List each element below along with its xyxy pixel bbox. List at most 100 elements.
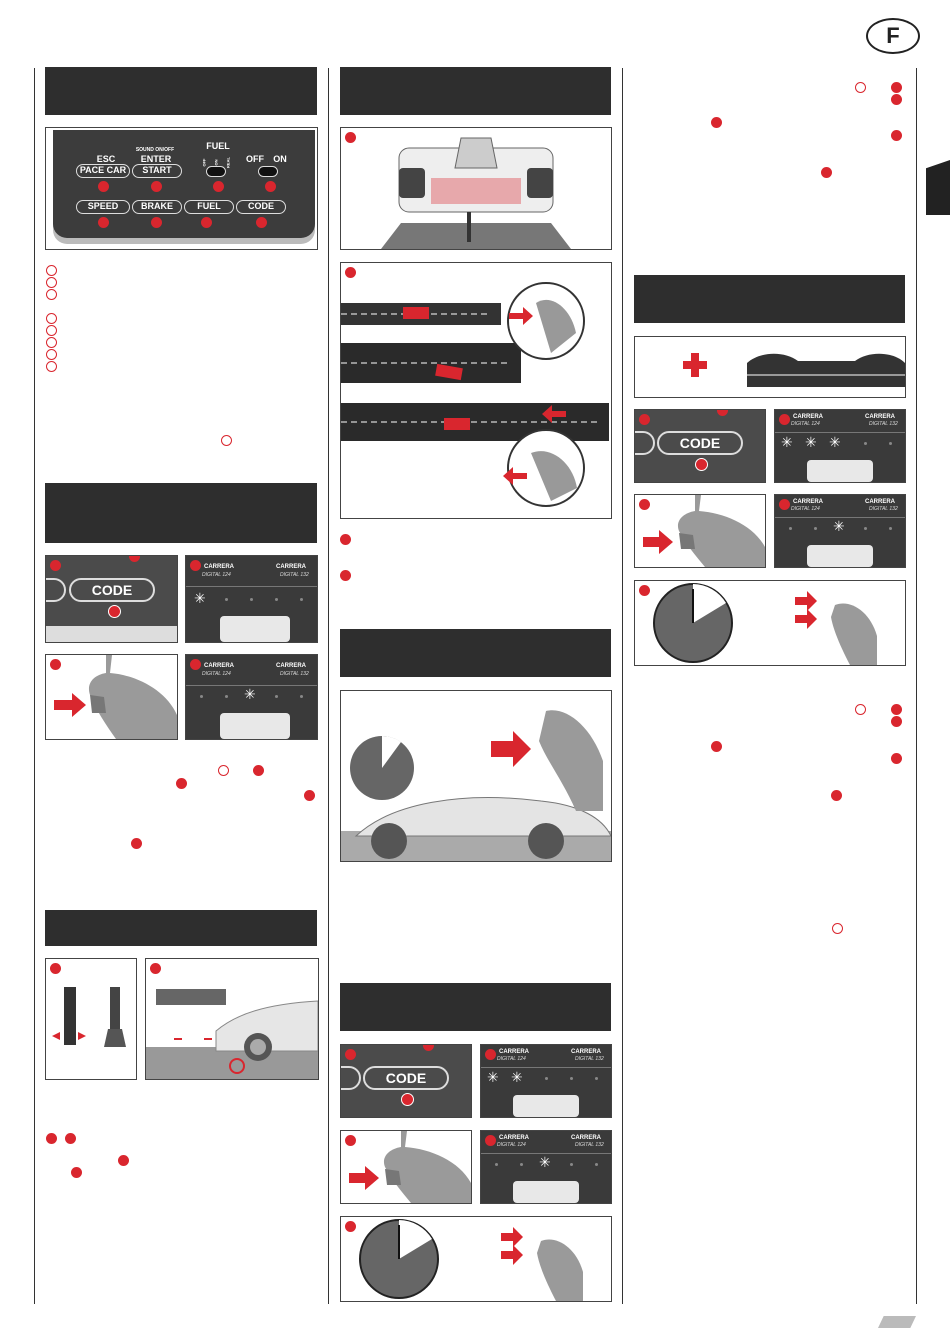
red-dot-icon <box>891 753 902 764</box>
section-header <box>45 67 317 115</box>
outline-dot-icon <box>46 277 57 288</box>
code-button[interactable]: CODE <box>69 578 155 602</box>
timer-figure <box>634 580 906 666</box>
red-dot-icon <box>108 605 121 618</box>
outline-dot-icon <box>46 265 57 276</box>
red-arrow-icon <box>54 693 86 717</box>
code-button[interactable]: CODE <box>657 431 743 455</box>
fuel-button[interactable]: FUEL <box>184 200 234 214</box>
outline-dot-icon <box>218 765 229 776</box>
outline-dot-icon <box>46 289 57 300</box>
red-dot-icon <box>639 414 650 425</box>
model-label: DIGITAL 132 <box>869 421 898 427</box>
control-unit-figure: CARRERA DIGITAL 124 CARRERA DIGITAL 132 … <box>480 1130 612 1204</box>
red-arrow-icon <box>509 307 533 325</box>
section-header <box>634 275 905 323</box>
outline-dot-icon <box>221 435 232 446</box>
model-label: DIGITAL 124 <box>497 1142 526 1148</box>
section-header <box>340 67 611 115</box>
red-dot-icon <box>345 1049 356 1060</box>
red-dot-icon <box>71 1167 82 1178</box>
speed-button[interactable]: SPEED <box>76 200 130 214</box>
column-rule <box>916 68 917 1304</box>
red-arrow-icon <box>349 1166 379 1190</box>
controller-lever-icon <box>643 495 765 567</box>
red-dot-icon <box>50 560 61 571</box>
car-fuel-icon <box>341 710 611 861</box>
clock-icon <box>359 1219 583 1301</box>
red-dot-icon <box>151 181 162 192</box>
brand-logo: CARRERA <box>793 499 823 505</box>
red-dot-icon <box>639 499 650 510</box>
car-side-icon <box>146 989 318 1079</box>
red-dot-icon <box>401 1093 414 1106</box>
red-dot-icon <box>46 1133 57 1144</box>
red-dot-icon <box>485 1049 496 1060</box>
red-arrow-icon <box>643 530 673 554</box>
red-dot-icon <box>821 167 832 178</box>
car-braid-figure <box>145 958 319 1080</box>
car-front-figure <box>340 127 612 250</box>
red-dot-icon <box>50 963 61 974</box>
red-dot-icon <box>265 181 276 192</box>
red-dot-icon <box>639 585 650 596</box>
brand-logo: CARRERA <box>499 1049 529 1055</box>
outline-dot-icon <box>46 313 57 324</box>
red-dot-icon <box>340 570 351 581</box>
red-arrow-icon <box>503 467 527 485</box>
brand-logo: CARRERA <box>204 564 234 570</box>
code-button[interactable]: CODE <box>363 1066 449 1090</box>
brand-logo: CARRERA <box>499 1135 529 1141</box>
brand-logo: CARRERA <box>204 663 234 669</box>
red-dot-icon <box>891 94 902 105</box>
fuel-switch[interactable] <box>206 166 226 177</box>
red-dot-icon <box>98 217 109 228</box>
outline-dot-icon <box>46 349 57 360</box>
red-dot-icon <box>340 534 351 545</box>
start-button[interactable]: START <box>132 164 182 178</box>
red-dot-icon <box>485 1135 496 1146</box>
spark-icon: ✳ <box>805 435 817 451</box>
control-unit-figure: CARRERA DIGITAL 124 CARRERA DIGITAL 132 … <box>185 654 318 740</box>
controller-lever-icon <box>349 1131 471 1203</box>
red-dot-icon <box>129 556 140 562</box>
red-dot-icon <box>345 267 356 278</box>
red-dot-icon <box>256 217 267 228</box>
controller-lever-icon <box>54 655 177 739</box>
power-switch[interactable] <box>258 166 278 177</box>
esc-label: ESC <box>96 154 116 164</box>
red-dot-icon <box>98 181 109 192</box>
outline-dot-icon <box>855 82 866 93</box>
outline-dot-icon <box>855 704 866 715</box>
brand-logo: CARRERA <box>571 1049 601 1055</box>
red-dot-icon <box>891 704 902 715</box>
red-arrow-icon <box>491 731 531 767</box>
control-panel-figure: ESC SOUND ON/OFF ENTER FUEL OFF ON OFF O… <box>45 127 318 250</box>
control-unit-figure: CARRERA DIGITAL 124 CARRERA DIGITAL 132 … <box>774 409 906 483</box>
page-number-tab <box>878 1316 916 1328</box>
red-arrow-icon <box>501 1245 523 1265</box>
controller-figure <box>45 654 178 740</box>
red-dot-icon <box>695 458 708 471</box>
enter-label: ENTER <box>140 154 172 164</box>
code-button[interactable]: CODE <box>236 200 286 214</box>
model-label: DIGITAL 124 <box>791 421 820 427</box>
clock-icon <box>653 583 877 665</box>
plus-icon <box>683 353 905 387</box>
brake-button[interactable]: BRAKE <box>132 200 182 214</box>
on-label: ON <box>273 154 287 164</box>
controller-figure <box>340 1130 472 1204</box>
red-dot-icon <box>190 659 201 670</box>
pace-car-button[interactable]: PACE CAR <box>76 164 130 178</box>
braid-icon <box>52 987 126 1047</box>
sound-label: SOUND ON/OFF <box>135 147 175 153</box>
red-dot-icon <box>253 765 264 776</box>
red-dot-icon <box>711 741 722 752</box>
brand-logo: CARRERA <box>865 499 895 505</box>
spark-icon: ✳ <box>539 1155 551 1171</box>
control-unit-figure: CARRERA DIGITAL 124 CARRERA DIGITAL 132 … <box>480 1044 612 1118</box>
red-dot-icon <box>779 499 790 510</box>
red-dot-icon <box>201 217 212 228</box>
red-dot-icon <box>50 659 61 670</box>
lane-change-figure <box>340 262 612 519</box>
